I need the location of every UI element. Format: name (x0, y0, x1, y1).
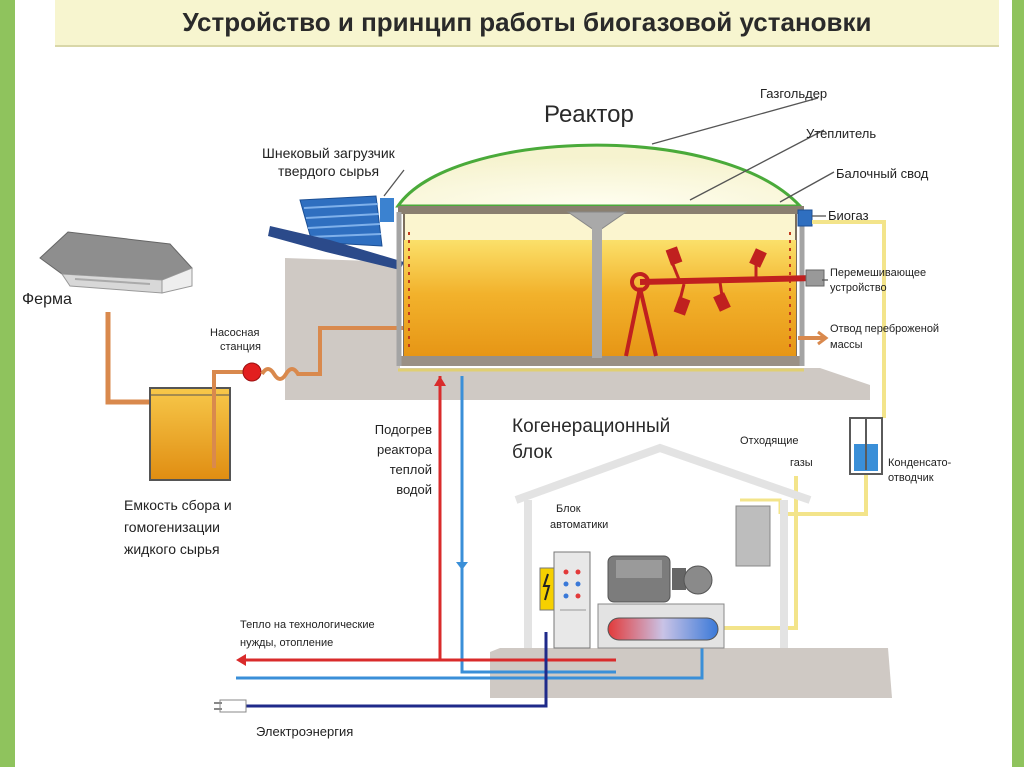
label-outlet-2: массы (830, 339, 863, 351)
label-electricity: Электроэнергия (256, 724, 353, 739)
label-automation-2: автоматики (550, 519, 608, 531)
biogas-pipe (812, 220, 886, 418)
label-chp-1: Когенерационный (512, 416, 670, 437)
engine-generator (597, 555, 725, 649)
label-chp-2: блок (512, 442, 553, 463)
label-biogas: Биогаз (828, 208, 869, 223)
chp-house (514, 443, 812, 648)
pump-icon (242, 362, 262, 382)
ground-reactor (285, 258, 870, 400)
farm-building (39, 231, 193, 294)
reactor-body (396, 206, 805, 372)
electricity-cable (246, 632, 548, 708)
label-farm: Ферма (22, 291, 72, 308)
tech-heat-arrow-icon (236, 654, 246, 666)
mixer-device (624, 246, 825, 357)
label-heating-3: теплой (390, 462, 432, 477)
label-pump-1: Насосная (210, 327, 259, 339)
screw-loader (268, 195, 404, 270)
label-heating-4: водой (396, 482, 432, 497)
label-tank-3: жидкого сырья (124, 541, 220, 557)
label-screw-1: Шнековый загрузчик (262, 145, 396, 161)
biogas-to-chp-pipe (780, 470, 868, 516)
label-condensate-2: отводчик (888, 472, 934, 484)
label-exhaust-2: газы (790, 457, 813, 469)
exhaust-pipe (724, 476, 798, 630)
label-heating-1: Подогрев (375, 422, 432, 437)
label-reactor: Реактор (544, 101, 634, 128)
heating-return-pipe (460, 376, 616, 674)
label-screw-2: твердого сырья (278, 163, 379, 179)
gasholder-dome (395, 143, 804, 208)
collection-tank (149, 387, 231, 481)
plug-icon (214, 699, 247, 713)
label-exhaust-1: Отходящие (740, 435, 799, 447)
label-outlet-1: Отвод переброженой (830, 323, 939, 335)
automation-block (539, 551, 591, 649)
label-insulation: Утеплитель (806, 126, 876, 141)
label-tank-2: гомогенизации (124, 519, 220, 535)
digestate-outlet-arrow (817, 330, 829, 346)
heating-arrow-up-icon (434, 376, 446, 386)
condensate-trap (849, 417, 883, 475)
tech-heat-blue-pipe (236, 640, 704, 680)
label-heating-2: реактора (377, 442, 433, 457)
label-mixer-1: Перемешивающее (830, 267, 926, 279)
label-mixer-2: устройство (830, 282, 887, 294)
label-gasholder: Газгольдер (760, 86, 827, 101)
heating-arrow-down-icon (456, 562, 468, 570)
biogas-outlet (797, 209, 813, 227)
label-heat-1: Тепло на технологические (240, 619, 375, 631)
page-title: Устройство и принцип работы биогазовой у… (182, 7, 872, 37)
farm-pipe (105, 312, 150, 405)
pump-to-reactor-pipe (260, 326, 408, 381)
left-accent-strip (0, 0, 15, 767)
label-heat-2: нужды, отопление (240, 637, 333, 649)
label-beam-vault: Балочный свод (836, 166, 929, 181)
tank-to-pump-pipe (212, 370, 248, 468)
label-condensate-1: Конденсато- (888, 457, 952, 469)
title-bar: Устройство и принцип работы биогазовой у… (55, 0, 999, 47)
right-accent-strip (1012, 0, 1024, 767)
label-automation-1: Блок (556, 503, 581, 515)
label-pump-2: станция (220, 341, 261, 353)
leader-lines (383, 97, 835, 281)
label-tank-1: Емкость сбора и (124, 497, 232, 513)
